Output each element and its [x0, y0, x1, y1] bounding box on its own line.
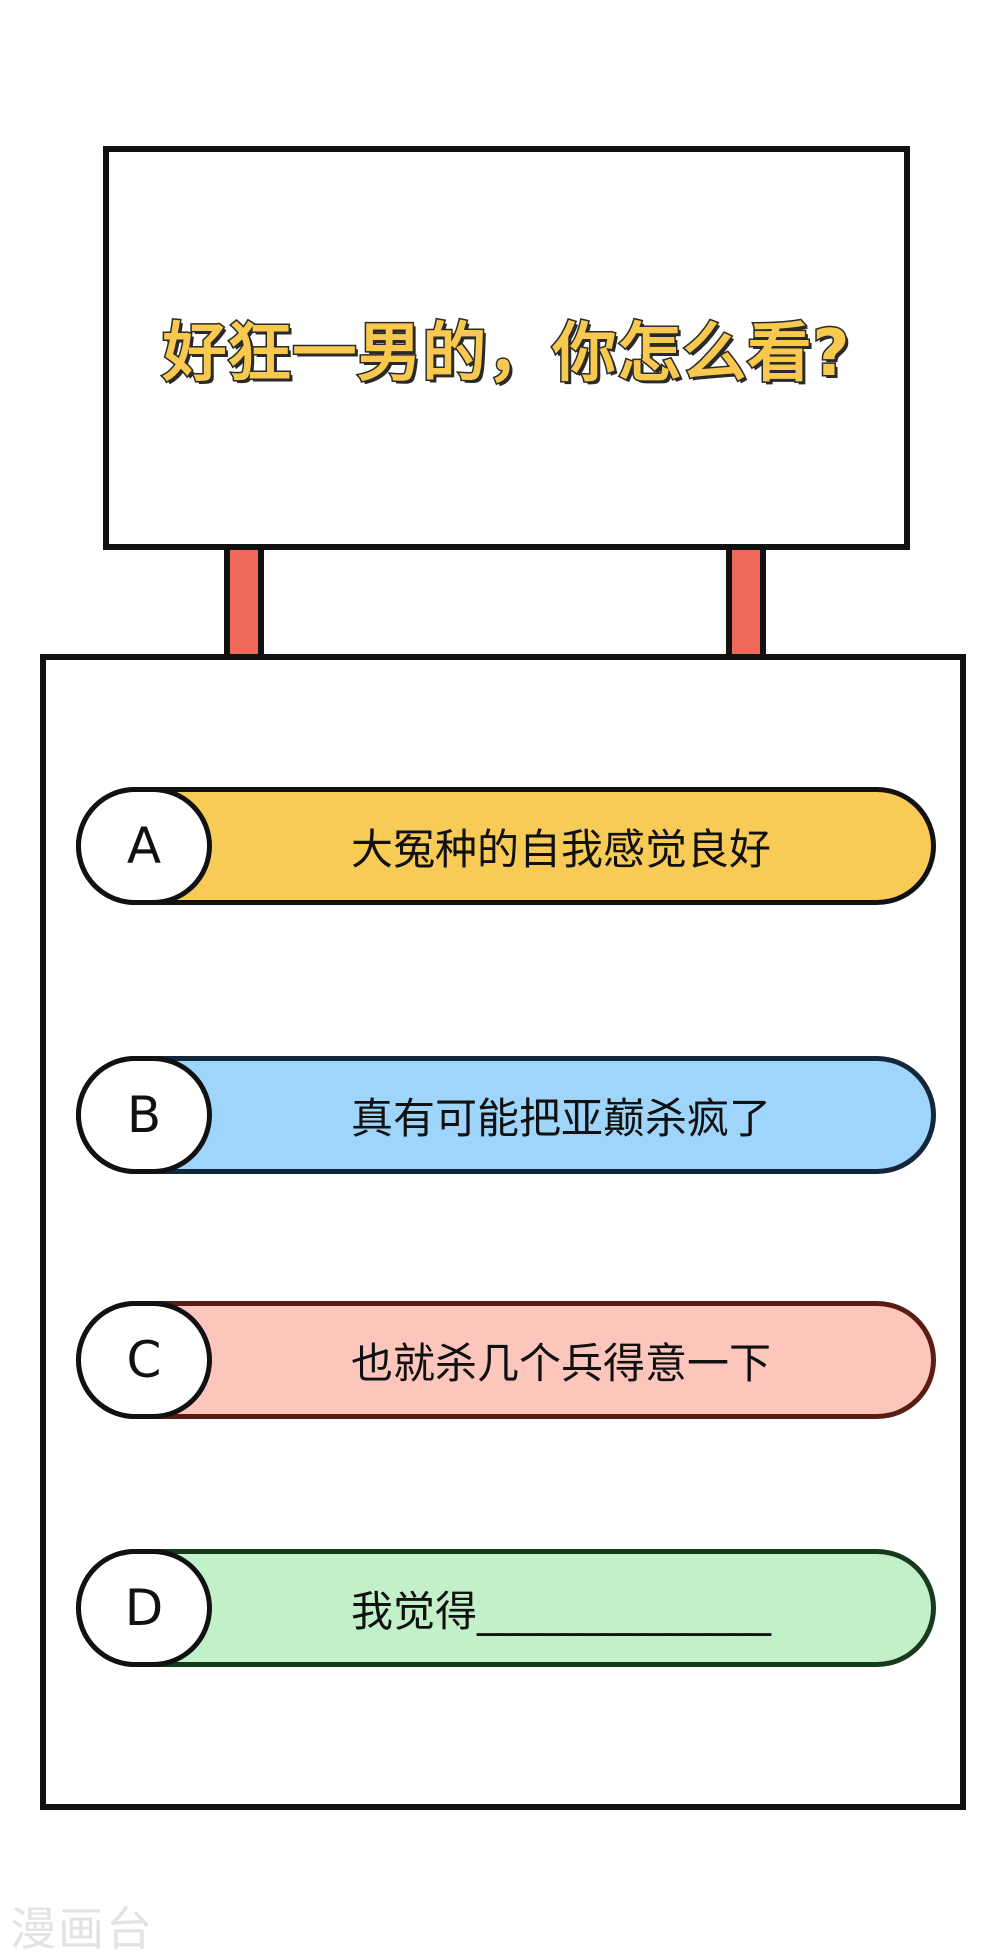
- option-b-letter: B: [76, 1056, 212, 1174]
- option-b[interactable]: B 真有可能把亚巅杀疯了: [76, 1056, 936, 1174]
- sign-post-left: [224, 550, 264, 658]
- option-d-letter: D: [76, 1549, 212, 1667]
- option-c-letter: C: [76, 1301, 212, 1419]
- option-a-letter: A: [76, 787, 212, 905]
- option-d-text: 我觉得______________: [350, 1586, 771, 1636]
- sign-post-right: [726, 550, 766, 658]
- option-d[interactable]: D 我觉得______________: [76, 1549, 936, 1667]
- option-c-text: 也就杀几个兵得意一下: [350, 1338, 771, 1388]
- option-a[interactable]: A 大冤种的自我感觉良好: [76, 787, 936, 905]
- option-a-text: 大冤种的自我感觉良好: [350, 824, 771, 874]
- watermark-logo: 漫画台: [10, 1902, 154, 1956]
- question-title: 好狂一男的，你怎么看?: [161, 316, 851, 393]
- option-b-text: 真有可能把亚巅杀疯了: [350, 1093, 771, 1143]
- option-c[interactable]: C 也就杀几个兵得意一下: [76, 1301, 936, 1419]
- question-sign: 好狂一男的，你怎么看?: [103, 146, 910, 550]
